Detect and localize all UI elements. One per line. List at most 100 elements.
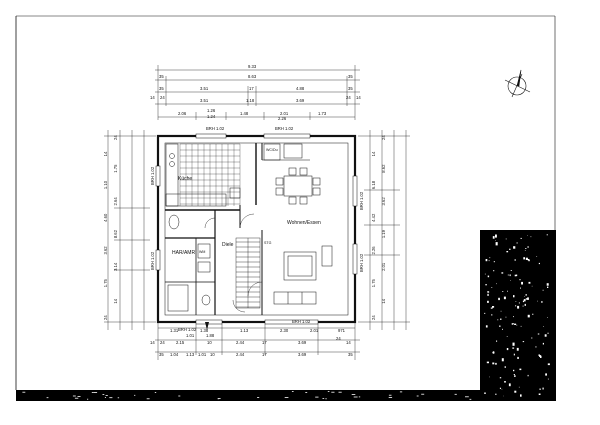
dim-top-r4-4: 3.69 — [296, 98, 305, 103]
noise-speckles — [22, 234, 550, 400]
room-label-wc: WC/Du — [266, 148, 278, 152]
dim-bot-r2-3: 10 — [207, 340, 212, 345]
dim-top-r5b: 1.24 — [207, 114, 216, 119]
dim-top-r4-1: 24 — [160, 95, 165, 100]
room-label-utility: HAR/AMR — [172, 250, 195, 256]
dim-bot-r2-6: 3.69 — [298, 340, 307, 345]
tag-top-right: BRH 1.02 — [275, 126, 294, 131]
dim-top-r3-4: 35 — [348, 86, 353, 91]
dim-top-r5-1: 1.26 — [207, 108, 216, 113]
kitchen-counter — [165, 143, 241, 207]
dim-bot-r1b-1: 1.88 — [206, 333, 215, 338]
leftdims-label: 3.14 — [113, 262, 118, 271]
dim-top-r4-3: 1.18 — [246, 98, 255, 103]
dimension-lines-right — [358, 130, 410, 330]
dim-top-r2-2: 35 — [348, 74, 353, 79]
dim-top-r4-0: 14 — [150, 95, 155, 100]
dim-bot-r1-5: 971 — [338, 328, 346, 333]
dim-bot-r3-8: 35 — [348, 352, 353, 357]
staircase — [235, 237, 261, 309]
dim-top-r3-1: 3.51 — [200, 86, 209, 91]
rightdims-label: 24 — [381, 135, 386, 140]
dim-bot-r1-2: 1.13 — [240, 328, 249, 333]
leftdims-label: 14 — [103, 151, 108, 156]
dim-bot-r1b-0: 1.01 — [186, 333, 195, 338]
dim-bot-r2-4: 2.44 — [236, 340, 245, 345]
leftdims-label: 24 — [103, 315, 108, 320]
interior-walls — [165, 143, 310, 315]
tag-bottom-left: BRH 1.02 — [178, 327, 197, 332]
dining-table — [275, 167, 321, 205]
dim-top-r2-1: 8.63 — [248, 74, 257, 79]
rightdims-label: 1.75 — [371, 278, 376, 287]
dim-right-labels: 24 14 1.75 2.01 2.26 1.19 4.42 3.62 6.18 8.62 14 24 — [371, 135, 386, 320]
north-arrow-icon — [504, 69, 531, 98]
dim-top-r5-2: 1.48 — [240, 111, 249, 116]
dim-top-r5c: 2.26 — [278, 116, 287, 121]
dim-bot-r2-5: 17 — [262, 340, 267, 345]
dim-top-overall: 9.33 — [248, 64, 257, 69]
stair-note: STG — [264, 241, 272, 245]
rightdims-label: 4.42 — [371, 213, 376, 222]
tag-right-1: BRH 1.02 — [359, 191, 364, 210]
rightdims-label: 14 — [371, 151, 376, 156]
sheet-frame — [15, 15, 556, 390]
dimension-lines-top — [155, 65, 360, 120]
dim-bot-r3-1: 1.04 — [170, 352, 179, 357]
leftdims-label: 1.75 — [103, 278, 108, 287]
door-swings — [204, 213, 263, 313]
dim-top-r5-4: 1.73 — [318, 111, 327, 116]
leftdims-label: 24 — [113, 135, 118, 140]
leftdims-label: 8.62 — [113, 229, 118, 238]
rightdims-label: 1.19 — [381, 229, 386, 238]
tag-bottom-right: BRH 1.02 — [292, 319, 311, 324]
sofa — [273, 245, 333, 305]
dimension-lines-left — [104, 130, 156, 330]
dim-top-r5-0: 2.06 — [178, 111, 187, 116]
rightdims-label: 3.62 — [381, 197, 386, 206]
dim-top-r5-3: 2.01 — [280, 111, 289, 116]
window-markers — [155, 133, 358, 325]
black-band-bottom — [16, 230, 556, 401]
leftdims-label: 1.75 — [113, 164, 118, 173]
dim-bot-r3-2: 1.13 — [186, 352, 195, 357]
dim-top-r4-5: 24 — [346, 95, 351, 100]
entry-arrow-icon — [205, 322, 209, 330]
dim-top-r2-0: 35 — [159, 74, 164, 79]
tag-top-left: BRH 1.02 — [206, 126, 225, 131]
dim-bot-r1-1: 1.38 — [200, 328, 209, 333]
rightdims-label: 2.26 — [371, 246, 376, 255]
room-label-living: Wohnen/Essen — [287, 220, 321, 226]
dim-bot-r2-0: 14 — [150, 340, 155, 345]
kitchen-tile-grid — [179, 143, 241, 206]
room-label-hall: Diele — [222, 242, 234, 248]
room-label-kitchen: Küche — [178, 176, 192, 182]
leftdims-label: 2.64 — [113, 197, 118, 206]
dim-bot-r1-4: 2.01 — [310, 328, 319, 333]
dim-bot-r3-5: 2.44 — [236, 352, 245, 357]
dim-bot-r3-3: 1.01 — [198, 352, 207, 357]
tag-left-1: BRH 1.02 — [150, 166, 155, 185]
tag-left-2: BRH 1.02 — [150, 251, 155, 270]
dim-bot-r1-3: 2.30 — [280, 328, 289, 333]
dim-bot-r2-7: 24 — [336, 336, 341, 341]
dim-bot-r3-4: 10 — [210, 352, 215, 357]
dim-bot-r2-1: 24 — [160, 340, 165, 345]
dim-top-r3-3: 4.88 — [296, 86, 305, 91]
rightdims-label: 24 — [371, 315, 376, 320]
rightdims-label: 6.18 — [371, 180, 376, 189]
rightdims-label: 2.01 — [381, 262, 386, 271]
dim-top-r3-0: 35 — [159, 86, 164, 91]
dim-top-r4-2: 3.51 — [200, 98, 209, 103]
dim-top-r3-2: 17 — [249, 86, 254, 91]
dim-bot-r3-6: 17 — [262, 352, 267, 357]
dimension-lines-bottom — [155, 323, 360, 360]
rightdims-label: 14 — [381, 298, 386, 303]
wm-label: WM — [199, 250, 205, 254]
leftdims-label: 1.10 — [103, 180, 108, 189]
wc-fixtures — [167, 143, 303, 312]
rightdims-label: 8.62 — [381, 164, 386, 173]
